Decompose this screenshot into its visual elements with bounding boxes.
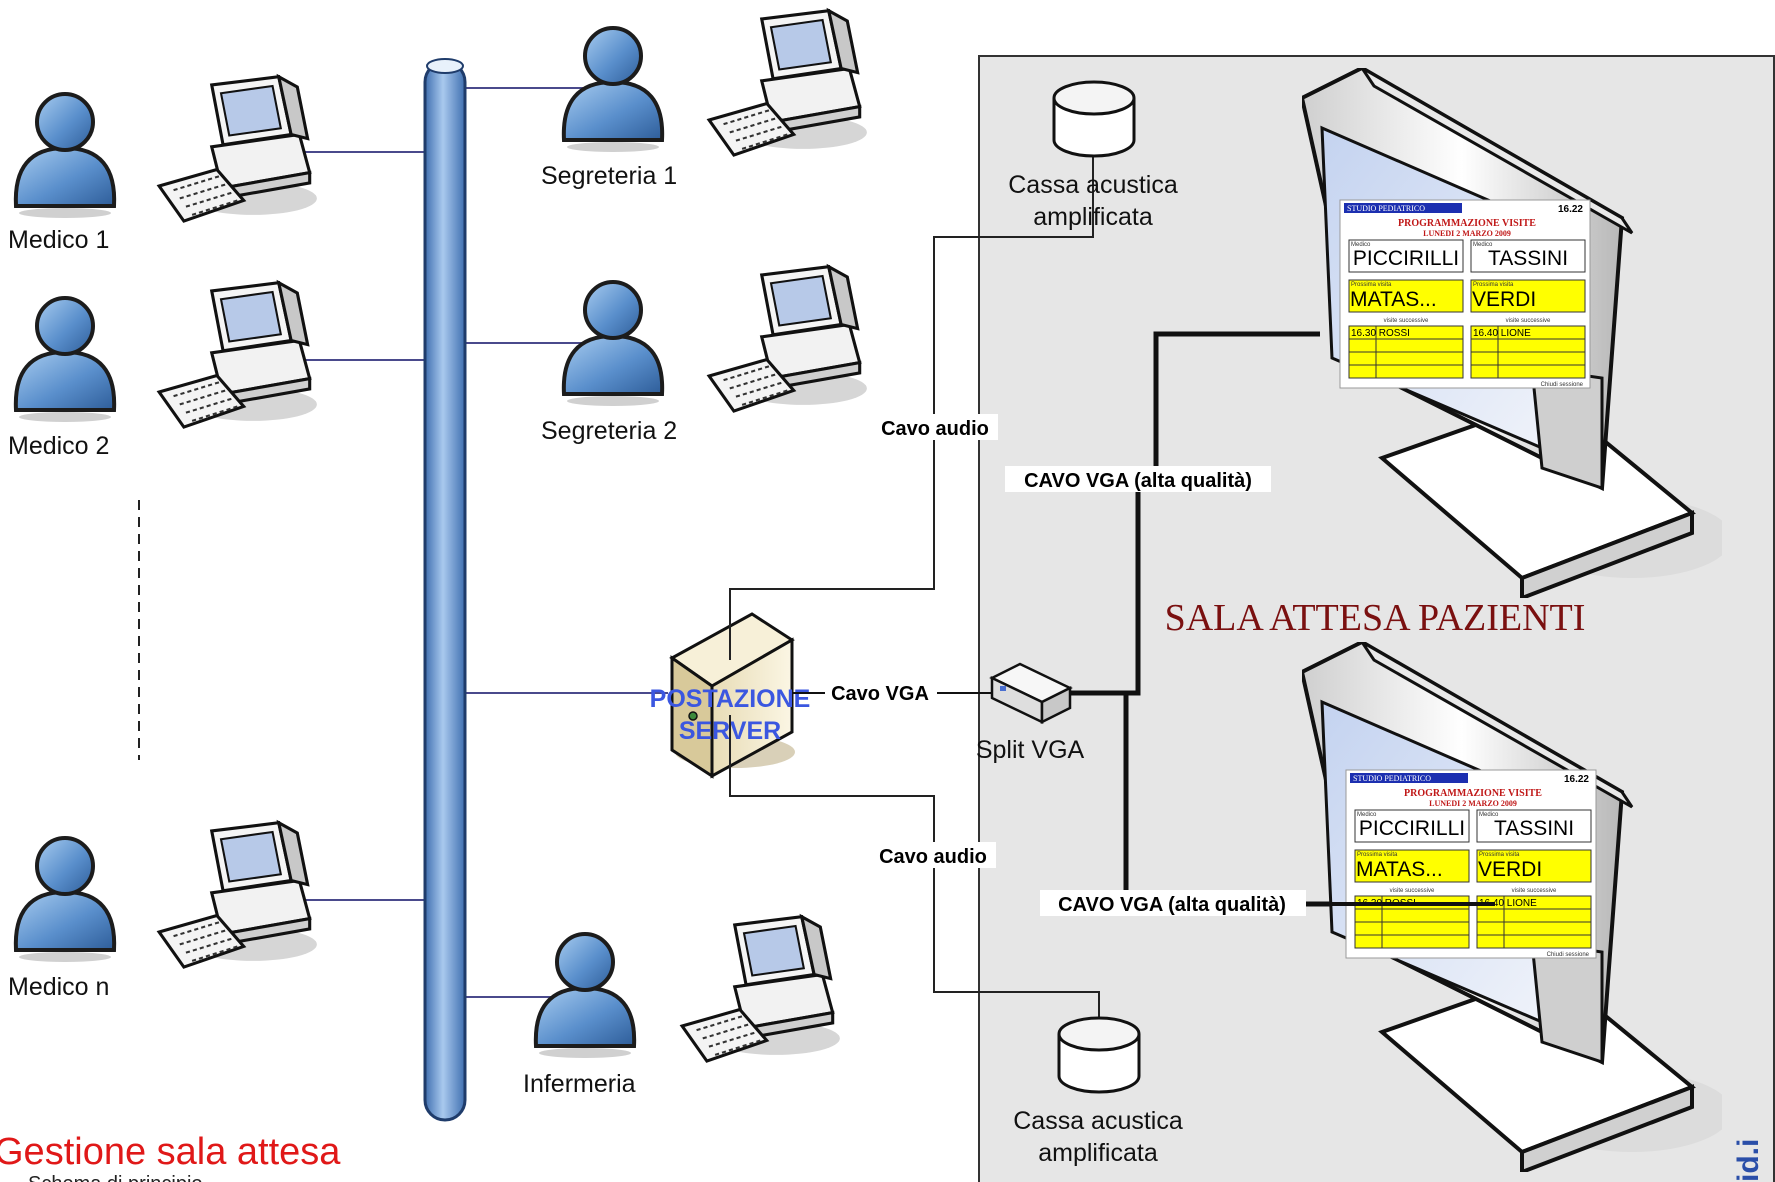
screen-bottom-next-2: VERDI bbox=[1478, 858, 1542, 881]
label-cavo-audio-top: Cavo audio bbox=[881, 418, 989, 440]
label-medico-2: Medico 2 bbox=[8, 432, 109, 460]
screen-top-medico-caption-1: Medico bbox=[1351, 242, 1371, 248]
person-segreteria-1-icon bbox=[561, 26, 665, 152]
screen-bottom-medico-caption-2: Medico bbox=[1479, 812, 1499, 818]
screen-bottom-heading: PROGRAMMAZIONE VISITE bbox=[1404, 788, 1542, 799]
label-speaker-bottom-line2: amplificata bbox=[1038, 1139, 1158, 1167]
label-segreteria-1: Segreteria 1 bbox=[541, 162, 677, 190]
label-speaker-top-line2: amplificata bbox=[1033, 203, 1153, 231]
label-speaker-bottom-line1: Cassa acustica bbox=[1013, 1107, 1183, 1135]
cable-labels: Cavo audio Cavo audio Cavo VGA CAVO VGA … bbox=[825, 414, 1306, 916]
screen-top-time: 16.22 bbox=[1558, 204, 1583, 215]
waiting-screen-bottom: STUDIO PEDIATRICO 16.22 PROGRAMMAZIONE V… bbox=[1345, 769, 1597, 959]
server-icon bbox=[669, 612, 795, 779]
split-vga-icon bbox=[989, 662, 1073, 725]
label-medico-1: Medico 1 bbox=[8, 226, 109, 254]
label-medico-n: Medico n bbox=[8, 973, 109, 1001]
screen-bottom-footer: Chiudi sessione bbox=[1547, 952, 1590, 958]
person-medico-n-icon bbox=[13, 836, 117, 962]
label-cavo-audio-bottom: Cavo audio bbox=[879, 846, 987, 868]
room-title: SALA ATTESA PAZIENTI bbox=[1165, 597, 1586, 639]
screen-bottom-time: 16.22 bbox=[1564, 774, 1589, 785]
screen-top-heading: PROGRAMMAZIONE VISITE bbox=[1398, 218, 1536, 229]
diagram-title: Gestione sala attesa bbox=[0, 1131, 341, 1173]
screen-top-next-1: MATAS... bbox=[1350, 288, 1437, 311]
person-medico-1-icon bbox=[13, 92, 117, 218]
screen-top-medico-caption-2: Medico bbox=[1473, 242, 1493, 248]
label-speaker-top-line1: Cassa acustica bbox=[1008, 171, 1178, 199]
person-medico-2-icon bbox=[13, 296, 117, 422]
screen-bottom-next-caption-1: Prossima visita bbox=[1357, 852, 1398, 858]
screen-top-row-2: 16.40 LIONE bbox=[1473, 328, 1531, 339]
screen-bottom-next-1: MATAS... bbox=[1356, 858, 1443, 881]
screen-top-next-caption-2: Prossima visita bbox=[1473, 282, 1514, 288]
computer-segreteria-2-icon bbox=[707, 265, 869, 413]
screen-bottom-row-2: 16.40 LIONE bbox=[1479, 898, 1537, 909]
screen-top-doctor-2: TASSINI bbox=[1488, 247, 1568, 270]
screen-top-studio: STUDIO PEDIATRICO bbox=[1347, 204, 1425, 213]
screen-top-next-caption-1: Prossima visita bbox=[1351, 282, 1392, 288]
screen-top-following-caption-1: visite successive bbox=[1384, 318, 1429, 324]
computer-medico-1-icon bbox=[157, 75, 319, 223]
screen-top-footer: Chiudi sessione bbox=[1541, 382, 1584, 388]
audio-cable-bottom bbox=[729, 715, 1100, 1035]
watermark: id.i bbox=[1732, 1139, 1765, 1182]
screen-top-date: LUNEDI 2 MARZO 2009 bbox=[1423, 229, 1511, 238]
computer-medico-2-icon bbox=[157, 281, 319, 429]
audio-cables bbox=[729, 118, 1100, 1035]
audio-cable-top bbox=[729, 118, 1094, 660]
computer-medico-n-icon bbox=[157, 821, 319, 969]
label-server-line1: POSTAZIONE bbox=[650, 685, 811, 713]
label-cavo-vga-hq-bottom: CAVO VGA (alta qualità) bbox=[1058, 894, 1286, 916]
screen-bottom-next-caption-2: Prossima visita bbox=[1479, 852, 1520, 858]
network-backbone bbox=[423, 58, 467, 1122]
screen-top-doctor-1: PICCIRILLI bbox=[1353, 247, 1459, 270]
screen-top-following-caption-2: visite successive bbox=[1506, 318, 1551, 324]
screen-bottom-medico-caption-1: Medico bbox=[1357, 812, 1377, 818]
computer-infermeria-icon bbox=[680, 915, 842, 1063]
screen-bottom-studio: STUDIO PEDIATRICO bbox=[1353, 774, 1431, 783]
screen-top-next-2: VERDI bbox=[1472, 288, 1536, 311]
screen-bottom-doctor-1: PICCIRILLI bbox=[1359, 817, 1465, 840]
label-cavo-vga-hq-top: CAVO VGA (alta qualità) bbox=[1024, 470, 1252, 492]
label-segreteria-2: Segreteria 2 bbox=[541, 417, 677, 445]
speaker-bottom-icon bbox=[1057, 1016, 1141, 1094]
screen-bottom-following-caption-1: visite successive bbox=[1390, 888, 1435, 894]
label-cavo-vga: Cavo VGA bbox=[831, 683, 929, 705]
screen-top-row-1: 16.30 ROSSI bbox=[1351, 328, 1410, 339]
screen-bottom-following-caption-2: visite successive bbox=[1512, 888, 1557, 894]
label-split-vga: Split VGA bbox=[976, 736, 1085, 764]
speaker-top-icon bbox=[1052, 80, 1136, 158]
computer-segreteria-1-icon bbox=[707, 9, 869, 157]
screen-bottom-date: LUNEDI 2 MARZO 2009 bbox=[1429, 799, 1517, 808]
diagram-subtitle: Schema di principio bbox=[28, 1173, 203, 1182]
label-infermeria: Infermeria bbox=[523, 1070, 636, 1098]
screen-bottom-doctor-2: TASSINI bbox=[1494, 817, 1574, 840]
waiting-screen-top: STUDIO PEDIATRICO 16.22 PROGRAMMAZIONE V… bbox=[1339, 199, 1591, 389]
